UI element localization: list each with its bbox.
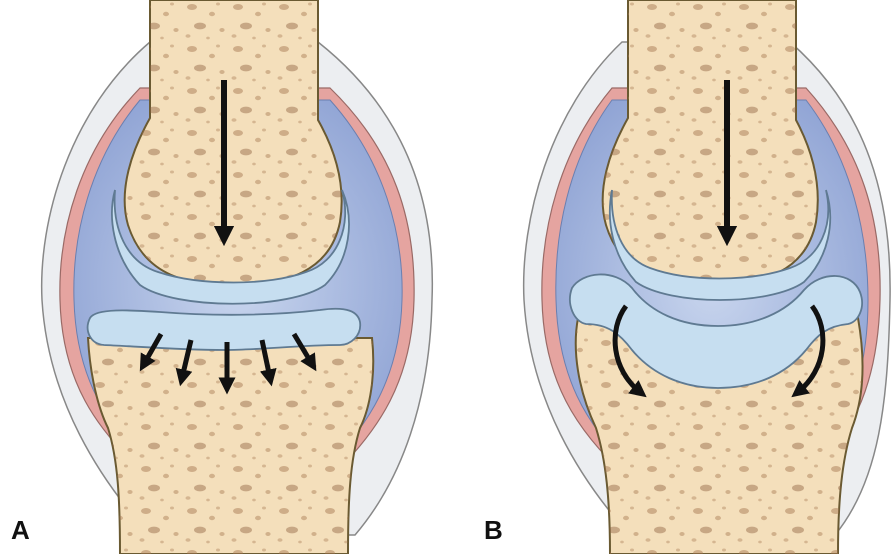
lower-cartilage [88,309,361,350]
panel-label-a: A [11,515,30,546]
panel-label-b: B [484,515,503,546]
panel-a-healthy-joint [42,0,433,554]
panel-b-damaged-joint [524,0,890,554]
